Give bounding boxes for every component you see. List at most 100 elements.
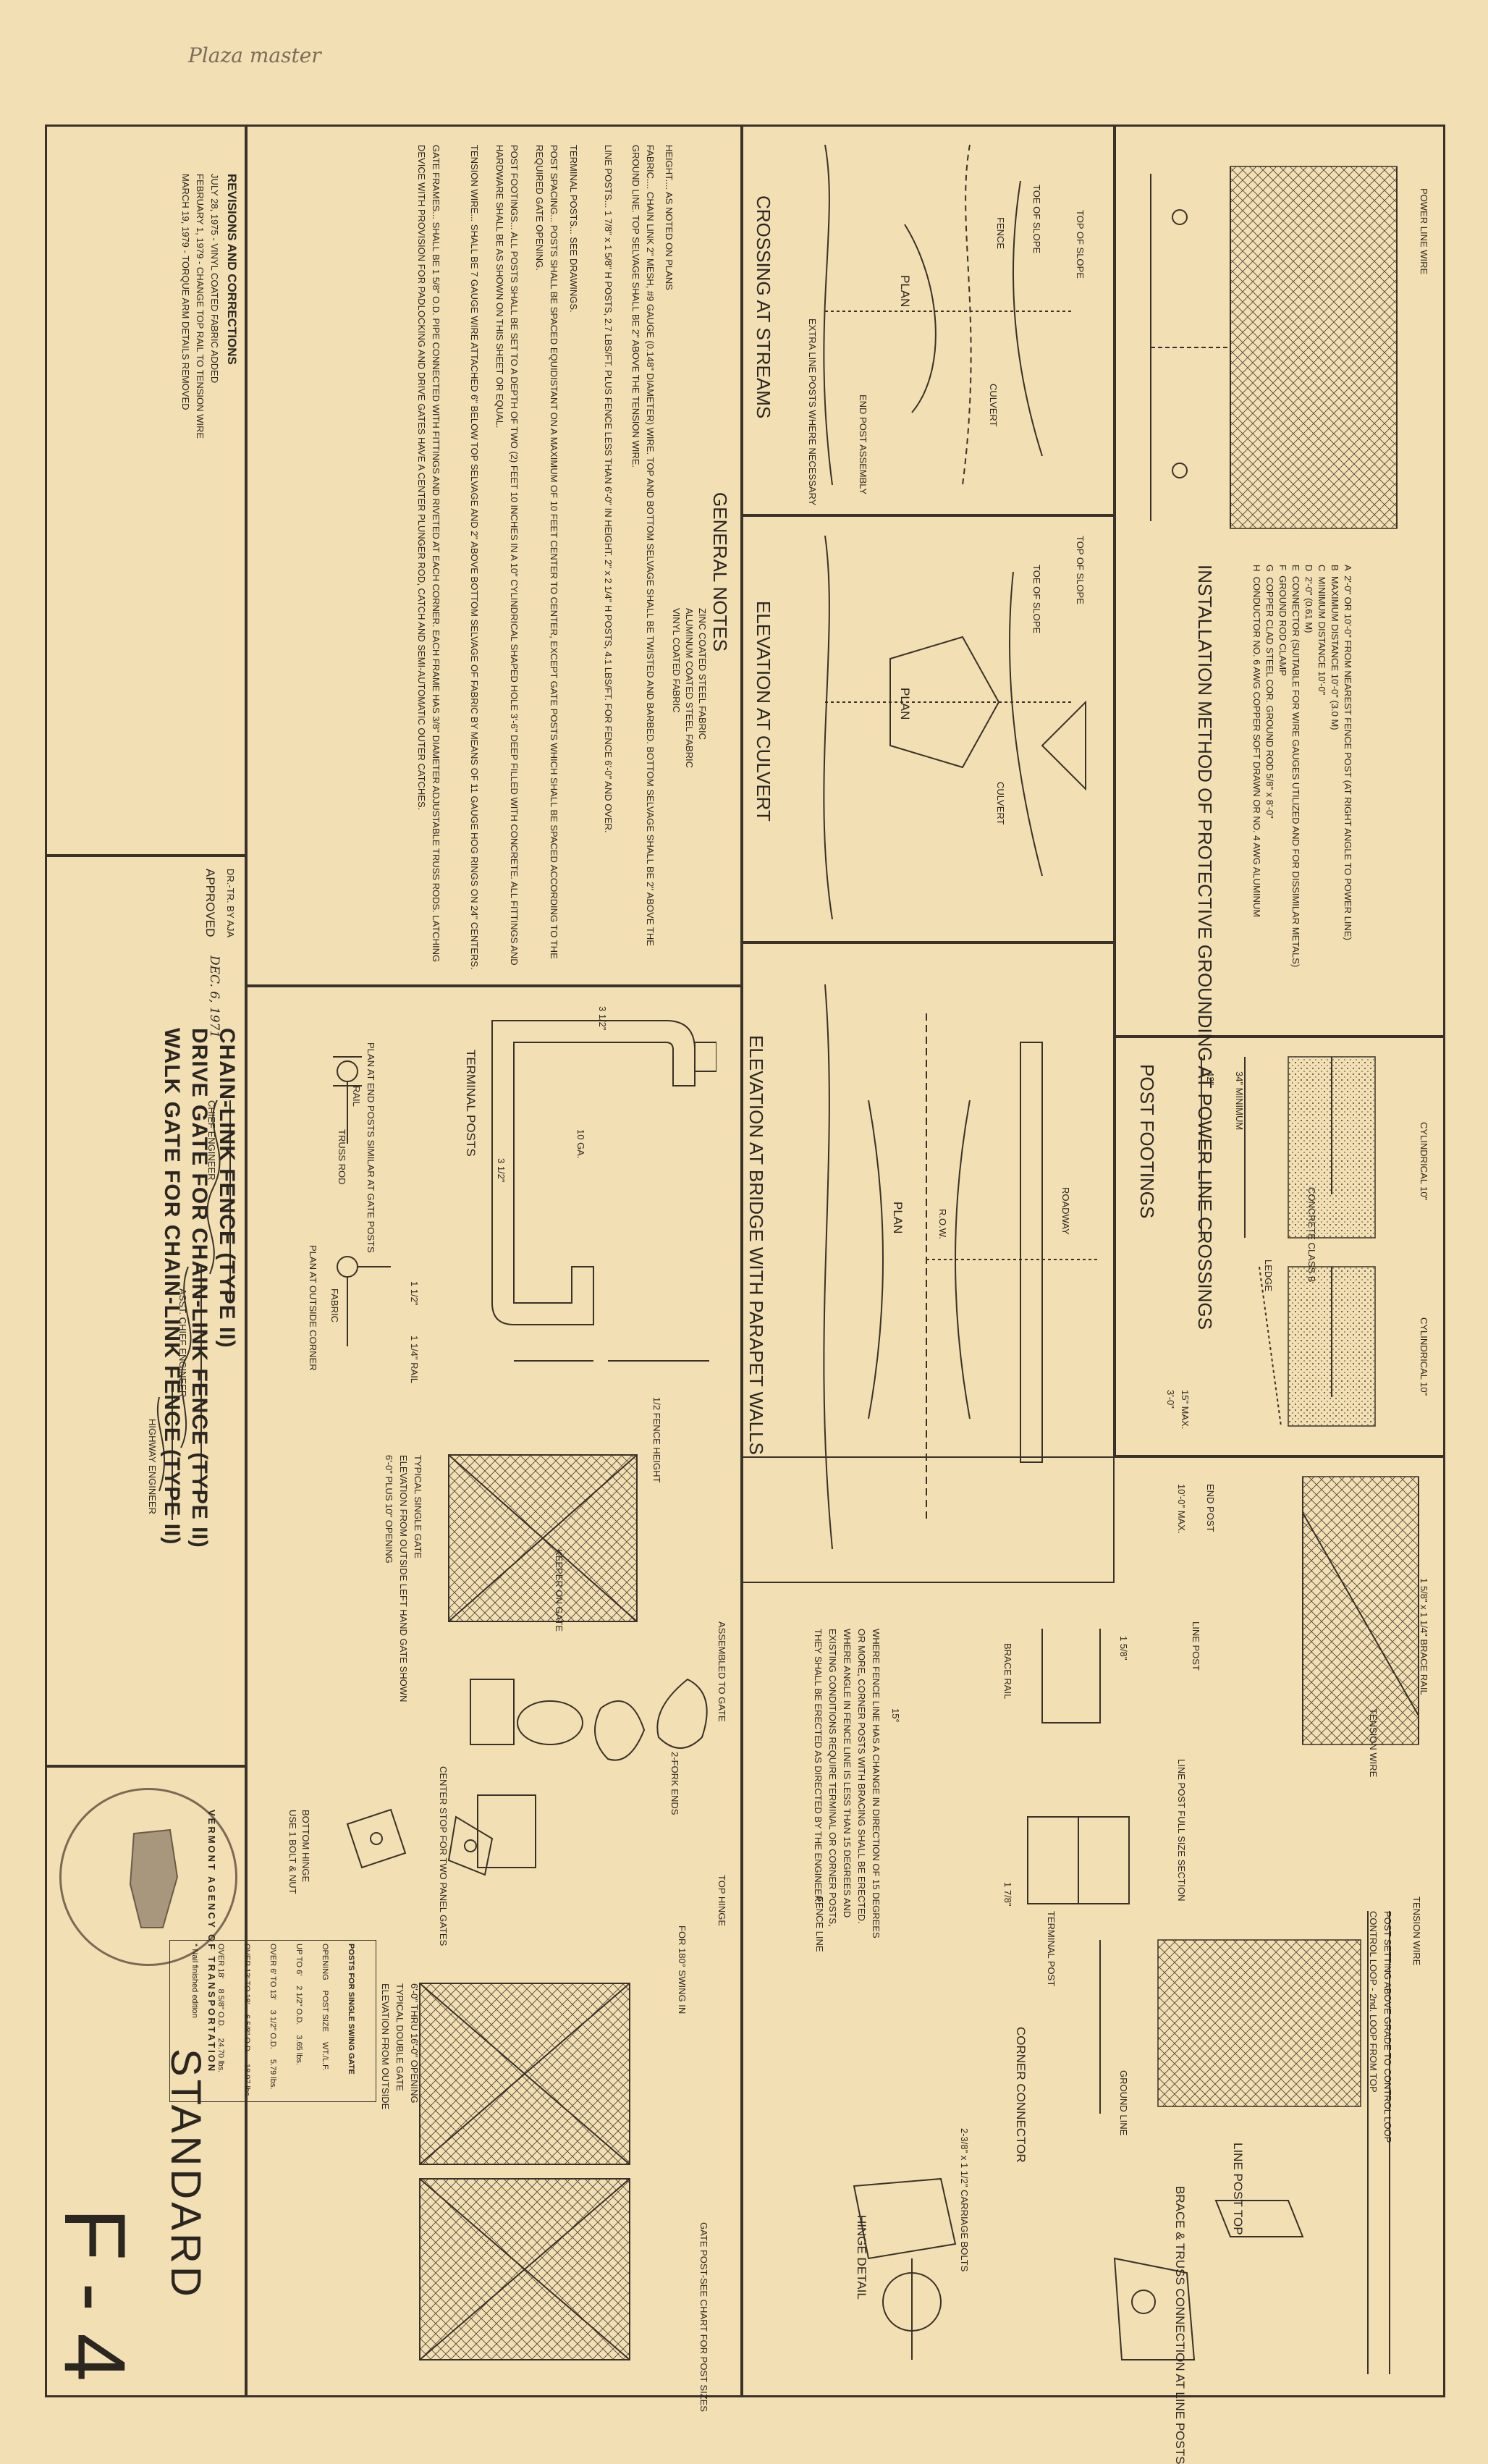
grounding-note: F GROUND ROD CLAMP	[1277, 565, 1288, 676]
keeper-label: KEEPER ON GATE	[554, 1549, 565, 1632]
single-gate-title: TYPICAL SINGLE GATE	[413, 1455, 423, 1559]
table-cell: OVER 6' TO 13'	[269, 1944, 277, 2000]
dim-10-label: 10'-0" MAX.	[1176, 1484, 1187, 1534]
brace-truss-title: BRACE & TRUSS CONNECTION AT LINE POSTS	[1173, 2186, 1187, 2464]
bridge-title: ELEVATION AT BRIDGE WITH PARAPET WALLS	[745, 1035, 767, 1455]
end-post-plans	[333, 1056, 391, 1346]
details-box	[742, 1456, 1445, 2397]
drawn-by: DR.-TR. BY AJA	[225, 869, 236, 938]
note-item: GATE FRAMES... SHALL BE 1 5/8" O.D. PIPE…	[416, 145, 441, 963]
note-item: TERMINAL POSTS... SEE DRAWINGS.	[568, 145, 579, 313]
power-line-wire-label: POWER LINE WIRE	[1419, 188, 1429, 275]
angle-15-label: 15°	[890, 1708, 901, 1723]
for-180-swing: FOR 180° SWING IN	[677, 1925, 688, 2014]
revision-item: MARCH 19, 1979 - TORQUE ARM DETAILS REMO…	[180, 174, 191, 410]
gate-opening-double: 6'-0" THRU 16'-0" OPENING	[409, 1983, 420, 2104]
plan-label: PLAN	[891, 1202, 905, 1234]
note-item: POST FOOTINGS... ALL POSTS SHALL BE SET …	[494, 145, 520, 966]
plan-outside-corner-title: PLAN AT OUTSIDE CORNER	[308, 1245, 318, 1371]
note-item: FABRIC.... CHAIN LINK 2" MESH, #9 GAUGE …	[630, 145, 656, 946]
line-post-section-title: LINE POST FULL SIZE SECTION	[1176, 1759, 1187, 1902]
approved-label: APPROVED	[203, 869, 217, 937]
grounding-note: A 2'-0" OR 10'-0" FROM NEAREST FENCE POS…	[1343, 565, 1353, 940]
title-line-3: WALK GATE FOR CHAIN-LINK FENCE (TYPE II)	[160, 1028, 184, 1545]
table-cell: 18.97 lbs.	[242, 2063, 251, 2098]
fence-line-label: FENCE LINE	[814, 1896, 825, 1952]
toe-of-slope-label: TOE OF SLOPE	[1031, 565, 1042, 634]
bottom-hinge-title: BOTTOM HINGE	[300, 1810, 311, 1883]
brace-rail-title: BRACE RAIL	[1002, 1643, 1013, 1700]
dim-15-label: 15" MAX.	[1180, 1390, 1191, 1430]
grounding-note: E CONNECTOR (SUITABLE FOR WIRE GAUGES UT…	[1290, 565, 1301, 968]
post-footings-section	[1201, 1056, 1376, 1427]
streams-title: CROSSING AT STREAMS	[753, 195, 774, 419]
control-loop-label: CONTROL LOOP - 2nd. LOOP FROM TOP	[1368, 1911, 1379, 2093]
gate-post-table: POSTS FOR SINGLE SWING GATE OPENING POST…	[169, 1940, 376, 2102]
tension-wire-label: TENSION WIRE	[1368, 1708, 1379, 1778]
row-label: R.O.W.	[937, 1209, 948, 1239]
end-post-assembly-label: END POST ASSEMBLY	[858, 395, 868, 495]
assembled-label: ASSEMBLED TO GATE	[716, 1621, 727, 1722]
bridge-box	[742, 942, 1115, 1583]
terminal-post-label: TERMINAL POST	[1046, 1911, 1057, 1987]
grounding-note: H CONDUCTOR NO. 6 AWG COPPER SOFT DRAWN …	[1251, 565, 1262, 918]
gates-panel	[246, 986, 742, 2397]
double-gate-elevation	[419, 1983, 630, 2360]
post-setting-label: POST SETTING ABOVE GRADE TO CONTROL LOOP	[1382, 1911, 1393, 2143]
general-notes-box	[246, 125, 742, 986]
truss-rod-label: TRUSS ROD	[337, 1129, 347, 1185]
vermont-map-icon	[129, 1828, 179, 1928]
concrete-label: CONCRETE CLASS B	[1306, 1187, 1317, 1283]
highway-engineer-label: HIGHWAY ENGINEER	[147, 1419, 158, 1514]
table-cell: 3 1/2" O.D.	[269, 2009, 277, 2049]
bottom-hinge-note: USE 1 BOLT & NUT	[287, 1810, 298, 1894]
top-hinge-title: TOP HINGE	[716, 1875, 727, 1927]
hinge-sketches	[346, 1808, 494, 1876]
grounding-elevation	[1150, 166, 1398, 529]
fabric-option: ALUMINUM COATED STEEL FABRIC	[684, 608, 695, 769]
revision-item: JULY 28, 1975 - VINYL COATED FABRIC ADDE…	[209, 174, 220, 384]
line-post-label: LINE POST	[1191, 1621, 1201, 1671]
double-gate-title: TYPICAL DOUBLE GATE	[394, 1983, 405, 2091]
top-handwriting: Plaza master	[188, 43, 321, 67]
table-row: OVER 18' 8 5/8" O.D. 24.70 lbs.	[216, 1944, 225, 2098]
double-gate-subtitle: ELEVATION FROM OUTSIDE	[380, 1983, 391, 2110]
plan-end-posts-title: PLAN AT END POSTS SIMILAR AT GATE POSTS	[365, 1042, 376, 1253]
top-of-slope-label: TOP OF SLOPE	[1075, 210, 1086, 279]
roadway-label: ROADWAY	[1060, 1187, 1071, 1235]
approved-date: DEC. 6, 1971	[207, 955, 221, 1039]
streams-box	[742, 125, 1115, 515]
revisions-box	[45, 125, 246, 856]
culvert-label: CULVERT	[995, 782, 1006, 825]
line-post-top-title: LINE POST TOP	[1231, 2143, 1245, 2235]
agency-seal	[59, 1788, 237, 1966]
gate-post-size-label: GATE POST-SEE CHART FOR POST SIZES	[698, 2222, 709, 2412]
dim-3-label: 3'-0"	[1165, 1390, 1176, 1409]
grounding-note: D 2'-0" (0.61 M)	[1303, 565, 1314, 633]
ground-line-label: GROUND LINE	[1118, 2070, 1129, 2136]
table-row: UP TO 6' 2 1/2" O.D. 3.65 lbs.	[295, 1944, 303, 2098]
plan-label: PLAN	[898, 275, 912, 308]
table-header-cell: OPENING	[321, 1944, 329, 1980]
footings-box	[1115, 1037, 1445, 1456]
culvert-plan	[823, 535, 1086, 920]
extra-line-posts-label: EXTRA LINE POSTS WHERE NECESSARY	[807, 318, 818, 506]
corner-connector-title: CORNER CONNECTOR	[1014, 2027, 1028, 2163]
table-title: POSTS FOR SINGLE SWING GATE	[347, 1944, 355, 2075]
culvert-title: ELEVATION AT CULVERT	[753, 601, 774, 822]
post-footings-title: POST FOOTINGS	[1136, 1064, 1158, 1219]
dim-label: 1 7/8"	[1002, 1882, 1013, 1907]
revisions-heading: REVISIONS AND CORRECTIONS	[225, 174, 239, 365]
ledge-label: LEDGE	[1263, 1260, 1274, 1292]
dim-label: 1 1/4" RAIL	[409, 1336, 420, 1384]
signatures	[156, 1100, 231, 1520]
dim-label: 3 1/2"	[496, 1158, 507, 1183]
plan-label: PLAN	[898, 688, 912, 720]
table-row: OVER 6' TO 13' 3 1/2" O.D. 5.79 lbs.	[269, 1944, 277, 2098]
toe-of-slope-label: TOE OF SLOPE	[1031, 185, 1042, 254]
post-top-details	[1099, 1911, 1390, 2374]
fork-ends-label: 2-FORK ENDS	[669, 1752, 680, 1815]
note-item: POST SPACING... POSTS SHALL BE SPACED EQ…	[534, 145, 559, 959]
change-direction-note: WHERE FENCE LINE HAS A CHANGE IN DIRECTI…	[813, 1629, 882, 1938]
